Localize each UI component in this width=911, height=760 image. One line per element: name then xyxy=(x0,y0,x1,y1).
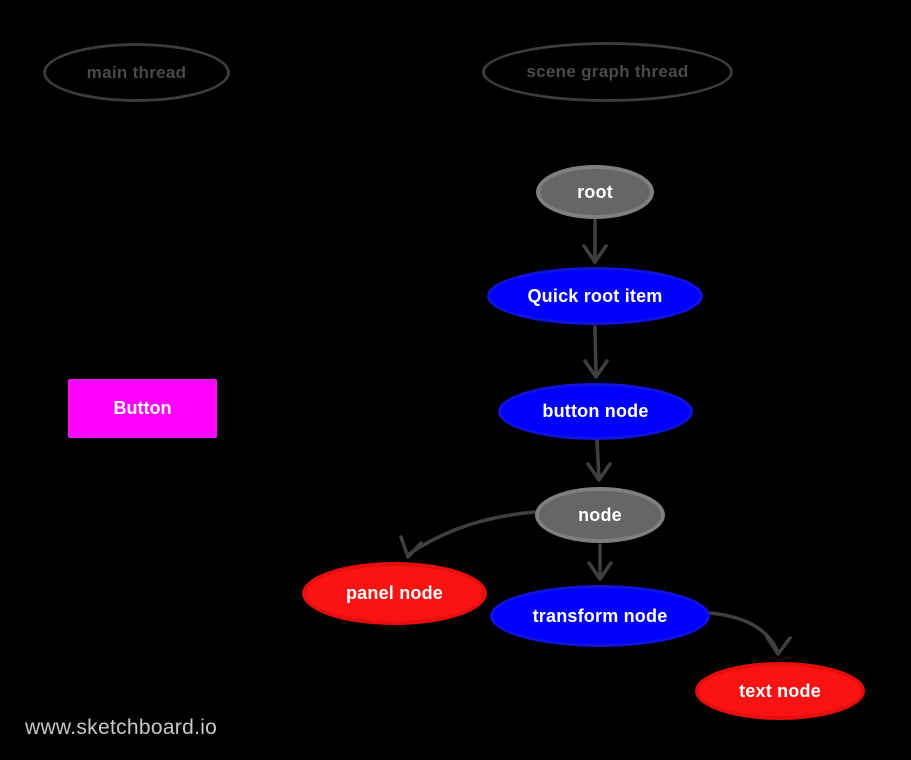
node-button-node-label: button node xyxy=(542,401,649,421)
edge-root-to-quick-root-item[interactable] xyxy=(582,218,608,264)
sketchboard-watermark: www.sketchboard.io xyxy=(25,716,218,739)
scene-graph-thread-label: scene graph thread xyxy=(526,62,689,81)
node-root[interactable]: root xyxy=(536,165,654,219)
main-thread-ellipse[interactable]: main thread xyxy=(43,43,230,102)
edge-transform-node-to-text-node[interactable] xyxy=(708,611,792,656)
edge-quick-root-item-to-button-node[interactable] xyxy=(583,325,609,379)
node-panel-node-label: panel node xyxy=(345,583,443,603)
edge-button-node-to-node[interactable] xyxy=(586,439,612,482)
edge-node-to-panel-node[interactable] xyxy=(399,510,537,559)
node-quick-root-item[interactable]: Quick root item xyxy=(487,267,703,325)
node-panel-node[interactable]: panel node xyxy=(302,562,487,625)
ui-button-label: Button xyxy=(113,398,172,418)
node-transform-node[interactable]: transform node xyxy=(490,585,710,647)
node-node-label: node xyxy=(578,504,622,525)
node-text-node-label: text node xyxy=(739,680,821,701)
node-node[interactable]: node xyxy=(535,487,665,543)
node-root-label: root xyxy=(577,181,613,202)
node-transform-node-label: transform node xyxy=(532,605,668,626)
node-quick-root-item-label: Quick root item xyxy=(527,285,663,306)
main-thread-label: main thread xyxy=(86,62,187,82)
node-text-node[interactable]: text node xyxy=(695,662,865,720)
node-button-node[interactable]: button node xyxy=(498,383,693,440)
ui-button-rect[interactable]: Button xyxy=(68,379,217,438)
scene-graph-thread-ellipse[interactable]: scene graph thread xyxy=(482,42,733,102)
edge-node-to-transform-node[interactable] xyxy=(587,543,613,581)
